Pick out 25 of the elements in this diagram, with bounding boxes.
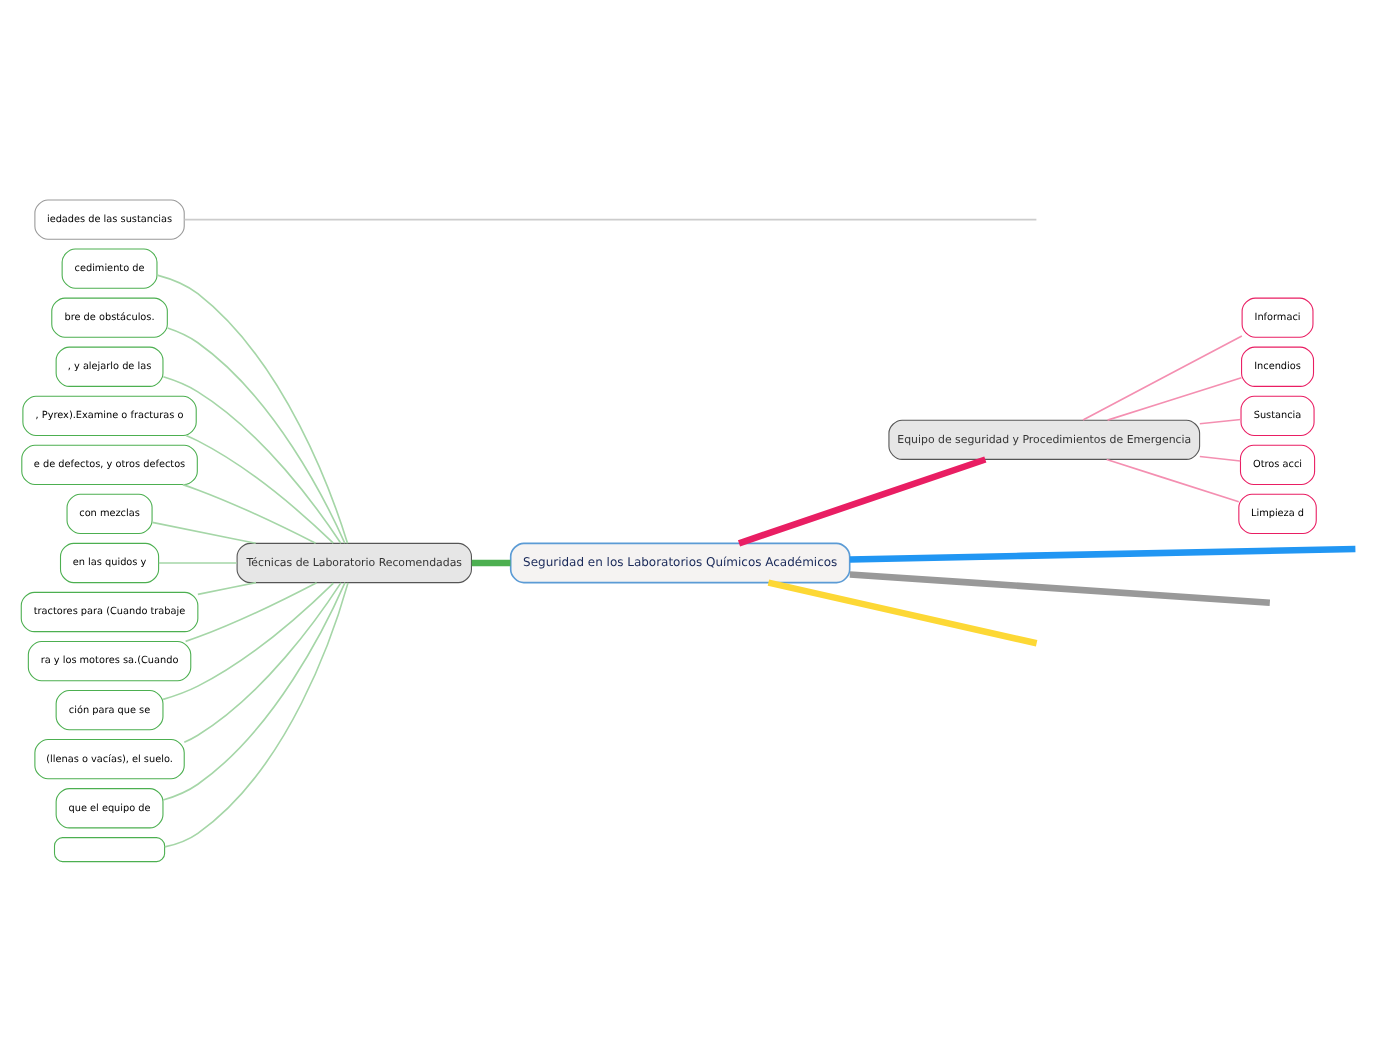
- connector: [1199, 454, 1242, 461]
- connector: [849, 570, 1271, 606]
- connector: [1199, 417, 1242, 424]
- connector: [185, 433, 335, 543]
- connector: [156, 273, 349, 544]
- connector: [166, 326, 346, 543]
- connector: [162, 375, 342, 544]
- connector: [849, 544, 1356, 562]
- connector: [158, 561, 238, 563]
- connector: [1082, 334, 1243, 420]
- connector: [737, 455, 987, 546]
- connector: [183, 581, 342, 743]
- connector: [471, 558, 511, 566]
- node-box: [53, 836, 166, 862]
- connector: [184, 580, 318, 642]
- connector: [151, 520, 257, 544]
- connector: [162, 580, 346, 800]
- connector: [767, 578, 1038, 646]
- connector: [163, 581, 349, 847]
- connector: [181, 482, 317, 544]
- connector: [162, 581, 335, 700]
- connector: [1106, 376, 1243, 420]
- connector: [197, 580, 257, 595]
- connector: [1105, 457, 1240, 502]
- connector: [183, 217, 1038, 220]
